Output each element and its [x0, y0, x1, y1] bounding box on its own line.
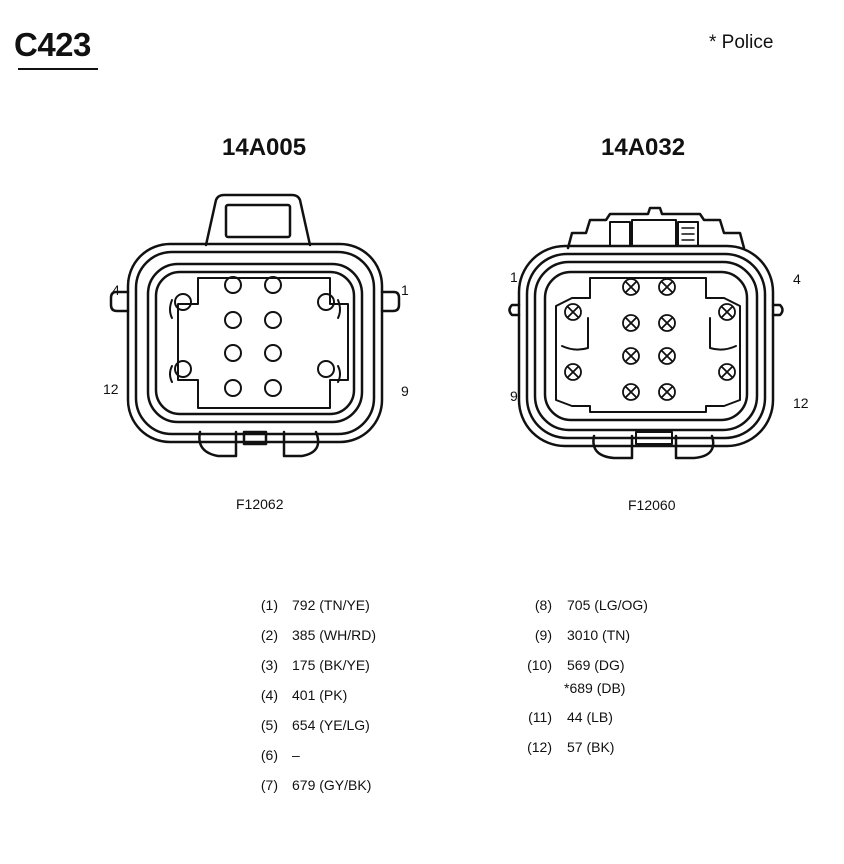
pinout-row: (6) –	[250, 747, 300, 763]
pin-number: (5)	[260, 717, 278, 733]
pinout-row: (9) 3010 (TN)	[516, 627, 630, 643]
wire-value: 792 (TN/YE)	[292, 597, 370, 613]
pin-number: (3)	[260, 657, 278, 673]
left-figure-code: F12062	[236, 496, 284, 512]
right-connector-pins	[564, 278, 736, 401]
pinout-row: (10) 569 (DG)	[516, 657, 625, 673]
pinout-row: (8) 705 (LG/OG)	[516, 597, 648, 613]
pinout-row: (1) 792 (TN/YE)	[250, 597, 370, 613]
wire-value: 569 (DG)	[567, 657, 625, 673]
right-pin-label-4: 4	[793, 271, 801, 287]
pin-number: (1)	[260, 597, 278, 613]
right-pin-label-12: 12	[793, 395, 809, 411]
right-connector-face	[508, 206, 784, 460]
right-figure-code: F12060	[628, 497, 676, 513]
left-connector-face	[109, 193, 401, 458]
left-pin-label-12: 12	[103, 381, 119, 397]
page-title: C423	[14, 26, 91, 63]
pinout-row: (3) 175 (BK/YE)	[250, 657, 370, 673]
wire-value: 679 (GY/BK)	[292, 777, 372, 793]
wire-value: 3010 (TN)	[567, 627, 631, 643]
title-underline	[18, 68, 98, 70]
wire-value-police-option: *689 (DB)	[564, 680, 626, 696]
pin-number: (2)	[260, 627, 278, 643]
pin-number: (7)	[260, 777, 278, 793]
pin-number: (10)	[527, 657, 552, 673]
pinout-row: (5) 654 (YE/LG)	[250, 717, 370, 733]
wire-value: 654 (YE/LG)	[292, 717, 370, 733]
pinout-row: (11) 44 (LB)	[516, 709, 613, 725]
wire-value: 175 (BK/YE)	[292, 657, 370, 673]
wire-value: –	[292, 747, 300, 763]
pin-number: (8)	[534, 597, 552, 613]
wire-value: 705 (LG/OG)	[567, 597, 648, 613]
pin-number: (4)	[260, 687, 278, 703]
right-connector-part-number: 14A032	[601, 134, 686, 161]
right-pin-label-1: 1	[510, 269, 518, 285]
pinout-row: (7) 679 (GY/BK)	[250, 777, 372, 793]
pin-number: (6)	[260, 747, 278, 763]
pinout-row: (12) 57 (BK)	[516, 739, 614, 755]
wire-value: 401 (PK)	[292, 687, 348, 703]
left-pin-label-9: 9	[401, 383, 409, 399]
wire-value: 57 (BK)	[567, 739, 615, 755]
left-pin-label-4: 4	[112, 282, 120, 298]
pin-number: (9)	[534, 627, 552, 643]
left-pin-label-1: 1	[401, 282, 409, 298]
pin-number: (12)	[527, 739, 552, 755]
left-connector-part-number: 14A005	[222, 134, 307, 161]
wire-value: 385 (WH/RD)	[292, 627, 377, 643]
right-pin-label-9: 9	[510, 388, 518, 404]
wire-value: 44 (LB)	[567, 709, 613, 725]
pinout-row: (2) 385 (WH/RD)	[250, 627, 376, 643]
footnote: * Police	[709, 32, 774, 53]
pinout-row: (4) 401 (PK)	[250, 687, 347, 703]
pin-number: (11)	[528, 709, 552, 725]
